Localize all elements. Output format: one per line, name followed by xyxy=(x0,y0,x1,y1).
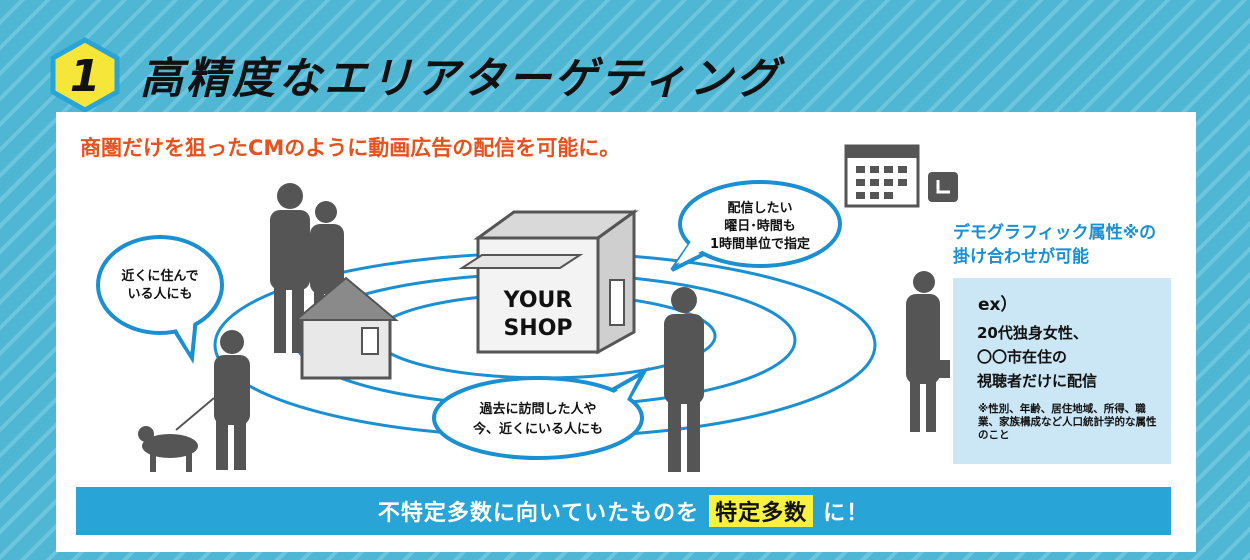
shop-building-icon: YOUR SHOP xyxy=(458,209,639,355)
speech-bubble-left: 近くに住んで いる人にも xyxy=(96,235,224,364)
businesswoman-silhouette-icon xyxy=(906,271,950,432)
bubble-top-line3: 1時間単位で指定 xyxy=(710,236,810,252)
example-line-2: 〇〇市在住の xyxy=(977,348,1068,366)
house-icon xyxy=(293,276,399,380)
example-line-1: 20代独身女性、 xyxy=(977,324,1088,342)
demographics-title: デモグラフィック属性※の 掛け合わせが可能 xyxy=(953,221,1156,269)
shop-label-line1: YOUR xyxy=(503,288,573,313)
calendar-icon xyxy=(844,144,920,208)
bubble-top-line1: 配信したい xyxy=(727,200,792,216)
shop-label-line2: SHOP xyxy=(503,316,572,341)
demographics-title-line1: デモグラフィック属性※の xyxy=(953,223,1157,243)
bubble-left-line1: 近くに住んで xyxy=(121,268,198,284)
clock-icon xyxy=(928,172,958,202)
bubble-bottom-line1: 過去に訪問した人や xyxy=(478,401,596,417)
bottom-banner: 不特定多数に向いていたものを 特定多数 に！ xyxy=(76,487,1171,535)
speech-bubble-top: 配信したい 曜日･時間も 1時間単位で指定 xyxy=(670,180,842,272)
businessman-silhouette-icon xyxy=(664,287,704,472)
dog-walker-silhouette-icon xyxy=(138,330,250,472)
demographics-title-line2: 掛け合わせが可能 xyxy=(953,247,1089,267)
bubble-bottom-line2: 今、近くにいる人にも xyxy=(472,421,603,437)
banner-text-before: 不特定多数に向いていたものを xyxy=(377,501,700,526)
subtitle: 商圏だけを狙ったCMのように動画広告の配信を可能に。 xyxy=(80,136,621,160)
page-title: 高精度なエリアターゲティング xyxy=(140,54,782,104)
example-line-3: 視聴者だけに配信 xyxy=(977,372,1098,390)
speech-bubble-bottom: 過去に訪問した人や 今、近くにいる人にも xyxy=(432,366,650,460)
demographics-footnote: ※性別、年齢、居住地域、所得、職業、家族構成など人口統計学的な属性のこと xyxy=(978,403,1157,441)
bubble-left-line2: いる人にも xyxy=(127,286,192,302)
banner-highlight: 特定多数 xyxy=(709,495,814,527)
banner-text-after: に！ xyxy=(823,501,870,526)
badge-number: 1 xyxy=(70,51,101,102)
bubble-top-line2: 曜日･時間も xyxy=(724,218,796,234)
demographics-example-box xyxy=(953,278,1171,464)
example-label: ex） xyxy=(978,295,1018,315)
number-badge: 1 xyxy=(50,37,120,113)
